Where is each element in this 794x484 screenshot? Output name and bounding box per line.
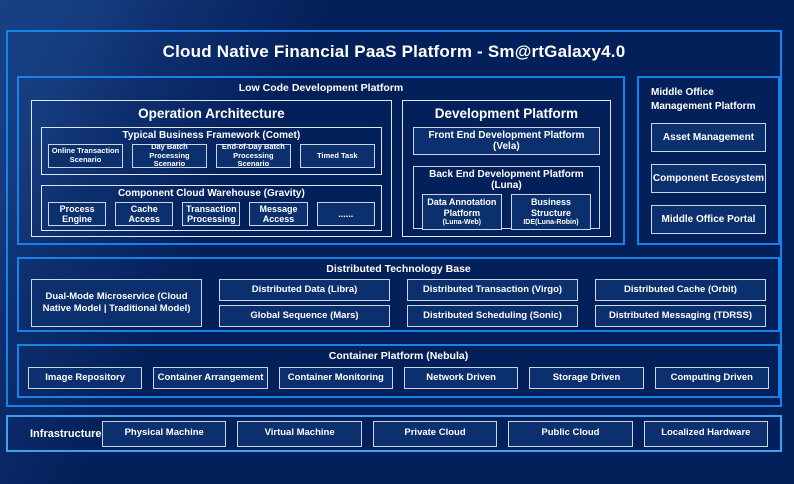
component-cloud-warehouse-label: Component Cloud Warehouse (Gravity) <box>117 188 305 199</box>
item-private-cloud: Private Cloud <box>372 420 498 447</box>
item-end-of-day-batch-processing-scenario: End-of-Day Batch Processing Scenario <box>215 142 291 168</box>
page-title: Cloud Native Financial PaaS Platform - S… <box>162 42 626 61</box>
item-transaction-processing: Transaction Processing <box>182 202 241 226</box>
distributed-items: Dual-Mode Microservice (Cloud Native Mod… <box>19 275 778 327</box>
typical-business-framework-items: Online Transaction Scenario Day Batch Pr… <box>42 142 381 168</box>
section-low-code-development-platform: Low Code Development Platform Operation … <box>17 76 625 245</box>
infrastructure-label: Infrastructure <box>30 427 102 440</box>
typical-business-framework-label: Typical Business Framework (Comet) <box>122 130 301 141</box>
section-infrastructure: Infrastructure Physical Machine Virtual … <box>6 415 782 452</box>
item-storage-driven: Storage Driven <box>529 367 644 389</box>
item-physical-machine: Physical Machine <box>102 420 227 447</box>
item-container-monitoring: Container Monitoring <box>278 367 393 389</box>
component-cloud-warehouse-box: Component Cloud Warehouse (Gravity) Proc… <box>41 185 382 231</box>
item-component-ecosystem: Component Ecosystem <box>651 164 766 193</box>
item-distributed-transaction-virgo: Distributed Transaction (Virgo) <box>407 279 578 301</box>
item-message-access: Message Access <box>249 202 308 226</box>
low-code-columns: Operation Architecture Typical Business … <box>19 100 623 237</box>
section-container-platform-nebula: Container Platform (Nebula) Image Reposi… <box>17 344 780 398</box>
item-computing-driven: Computing Driven <box>654 367 769 389</box>
item-public-cloud: Public Cloud <box>508 420 633 447</box>
data-annotation-platform-sub: (Luna-Web) <box>442 219 482 227</box>
business-structure-name: Business Structure <box>530 196 571 218</box>
item-day-batch-processing-scenario: Day Batch Processing Scenario <box>131 142 207 168</box>
item-online-transaction-scenario: Online Transaction Scenario <box>48 144 123 168</box>
low-code-label: Low Code Development Platform <box>238 82 404 94</box>
item-virtual-machine: Virtual Machine <box>237 420 362 447</box>
section-middle-office-management-platform: Middle Office Management Platform Asset … <box>637 76 780 245</box>
development-platform-box: Development Platform Front End Developme… <box>401 100 611 237</box>
item-container-arrangement: Container Arrangement <box>153 367 268 389</box>
operation-architecture-box: Operation Architecture Typical Business … <box>31 100 392 237</box>
development-platform-title: Development Platform <box>434 106 579 121</box>
infrastructure-items: Physical Machine Virtual Machine Private… <box>102 420 769 447</box>
item-image-repository: Image Repository <box>28 367 143 389</box>
item-front-end-development-platform-vela: Front End Development Platform (Vela) <box>412 127 600 155</box>
back-end-development-platform-label: Back End Development Platform (Luna) <box>429 169 584 191</box>
item-distributed-cache-orbit: Distributed Cache (Orbit) <box>595 279 766 301</box>
item-timed-task: Timed Task <box>299 144 375 168</box>
middle-office-label: Middle Office Management Platform <box>651 87 756 112</box>
back-end-items: Data Annotation Platform (Luna-Web) Busi… <box>414 194 599 230</box>
item-data-annotation-platform: Data Annotation Platform (Luna-Web) <box>421 194 502 230</box>
item-business-structure-ide: Business Structure IDE(Luna-Robin) <box>510 194 592 230</box>
item-process-engine: Process Engine <box>48 202 107 226</box>
item-middle-office-portal: Middle Office Portal <box>651 205 766 234</box>
data-annotation-platform-name: Data Annotation Platform <box>427 196 497 218</box>
container-platform-label: Container Platform (Nebula) <box>328 350 469 362</box>
component-cloud-warehouse-items: Process Engine Cache Access Transaction … <box>42 202 381 226</box>
item-localized-hardware: Localized Hardware <box>643 420 769 447</box>
item-distributed-scheduling-sonic: Distributed Scheduling (Sonic) <box>407 305 578 327</box>
item-network-driven: Network Driven <box>403 367 519 389</box>
typical-business-framework-box: Typical Business Framework (Comet) Onlin… <box>41 127 382 175</box>
item-global-sequence-mars: Global Sequence (Mars) <box>219 305 390 327</box>
item-cache-access: Cache Access <box>115 202 174 226</box>
item-asset-management: Asset Management <box>651 123 766 152</box>
item-distributed-data-libra: Distributed Data (Libra) <box>219 279 390 301</box>
platform-main-panel: Cloud Native Financial PaaS Platform - S… <box>6 30 782 407</box>
item-distributed-messaging-tdrss: Distributed Messaging (TDRSS) <box>595 305 766 327</box>
section-distributed-technology-base: Distributed Technology Base Dual-Mode Mi… <box>17 257 780 332</box>
item-dual-mode-microservice: Dual-Mode Microservice (Cloud Native Mod… <box>31 279 202 327</box>
back-end-development-platform-box: Back End Development Platform (Luna) Dat… <box>412 166 600 230</box>
business-structure-sub: IDE(Luna-Robin) <box>523 219 579 227</box>
item-ellipsis: ...... <box>316 202 375 226</box>
container-platform-items: Image Repository Container Arrangement C… <box>19 367 778 389</box>
operation-architecture-title: Operation Architecture <box>138 106 285 121</box>
distributed-technology-base-label: Distributed Technology Base <box>326 263 471 275</box>
middle-office-items: Asset Management Component Ecosystem Mid… <box>651 123 766 234</box>
